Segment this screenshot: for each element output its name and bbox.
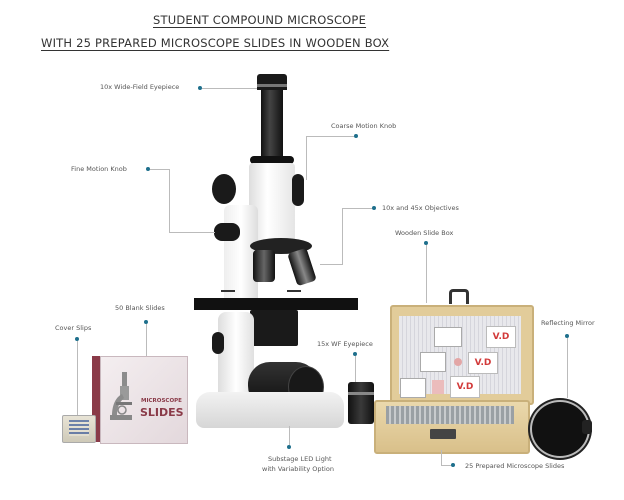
callout-line bbox=[342, 208, 372, 209]
slide-card-3 bbox=[400, 378, 426, 398]
callout-line bbox=[150, 169, 170, 170]
wooden-box-latch bbox=[430, 429, 456, 439]
callout-dot bbox=[146, 167, 150, 171]
objective-10x bbox=[253, 250, 275, 282]
callout-dot bbox=[353, 352, 357, 356]
callout-line bbox=[567, 338, 568, 398]
callout-wooden-box: Wooden Slide Box bbox=[395, 229, 454, 237]
vd-label-1: V.D bbox=[492, 332, 510, 342]
mirror-disc bbox=[530, 400, 590, 458]
mirror-mount bbox=[582, 420, 592, 434]
side-knob bbox=[212, 332, 224, 354]
tube-collar bbox=[250, 156, 294, 164]
callout-dot bbox=[451, 463, 455, 467]
callout-line bbox=[426, 245, 427, 303]
callout-dot bbox=[144, 320, 148, 324]
fine-knob bbox=[214, 223, 240, 241]
slide-card-1 bbox=[434, 327, 462, 347]
callout-fine-knob: Fine Motion Knob bbox=[71, 165, 127, 173]
slide-vd-3: V.D bbox=[450, 376, 480, 398]
slides-rack bbox=[386, 406, 514, 424]
callout-blank-slides: 50 Blank Slides bbox=[115, 304, 165, 312]
callout-objectives: 10x and 45x Objectives bbox=[382, 204, 459, 212]
callout-dot bbox=[287, 445, 291, 449]
slides-box-side bbox=[92, 356, 102, 442]
coarse-knob bbox=[212, 174, 236, 204]
callout-eyepiece-10x: 10x Wide-Field Eyepiece bbox=[100, 83, 180, 91]
wooden-box-handle bbox=[449, 289, 469, 304]
callout-mirror: Reflecting Mirror bbox=[541, 319, 595, 327]
slides-box-label-top: MICROSCOPE bbox=[141, 398, 182, 404]
coarse-knob-right bbox=[292, 174, 304, 206]
slide-sample-pink bbox=[432, 380, 444, 394]
eyepiece-band bbox=[257, 84, 287, 87]
slide-vd-1: V.D bbox=[486, 326, 516, 348]
objective-45x bbox=[287, 247, 317, 287]
callout-dot bbox=[198, 86, 202, 90]
slide-vd-2: V.D bbox=[468, 352, 498, 374]
slides-box-front bbox=[100, 356, 188, 444]
callout-prepared-slides: 25 Prepared Microscope Slides bbox=[465, 462, 565, 470]
callout-coarse-knob: Coarse Motion Knob bbox=[331, 122, 397, 130]
callout-line bbox=[289, 426, 290, 445]
stage bbox=[194, 298, 358, 310]
callout-dot bbox=[565, 334, 569, 338]
vd-label-3: V.D bbox=[456, 382, 474, 392]
title-line-1: STUDENT COMPOUND MICROSCOPE bbox=[153, 13, 367, 27]
callout-line bbox=[77, 341, 78, 415]
callout-eyepiece-15x: 15x WF Eyepiece bbox=[317, 340, 373, 348]
callout-line bbox=[146, 324, 147, 356]
stage-clip-left bbox=[221, 290, 235, 300]
callout-line bbox=[355, 356, 356, 382]
callout-dot bbox=[354, 134, 358, 138]
callout-line bbox=[306, 136, 307, 180]
cover-slips-label bbox=[69, 420, 89, 436]
body-tube bbox=[261, 90, 283, 158]
callout-line bbox=[342, 208, 343, 264]
title-line-2: WITH 25 PREPARED MICROSCOPE SLIDES IN WO… bbox=[41, 36, 390, 50]
slides-box-microscope-icon bbox=[108, 372, 134, 422]
cover-slips-box bbox=[62, 415, 96, 443]
callout-line bbox=[441, 465, 451, 466]
callout-line bbox=[202, 88, 257, 89]
callout-line bbox=[169, 169, 170, 232]
callout-led-line2: with Variability Option bbox=[262, 465, 334, 473]
slide-card-2 bbox=[420, 352, 446, 372]
eyepiece-tube bbox=[257, 74, 287, 90]
eyepiece-15x-band bbox=[348, 392, 374, 395]
callout-led-line1: Substage LED Light bbox=[268, 455, 332, 463]
condenser bbox=[250, 310, 298, 346]
vd-label-2: V.D bbox=[474, 358, 492, 368]
callout-line bbox=[169, 232, 215, 233]
slides-box-label-main: SLIDES bbox=[140, 406, 184, 419]
callout-line bbox=[441, 450, 442, 465]
microscope-base bbox=[196, 392, 344, 428]
slide-sample-dot bbox=[454, 358, 462, 366]
eyepiece-15x-body bbox=[348, 382, 374, 424]
callout-cover-slips: Cover Slips bbox=[55, 324, 92, 332]
callout-dot bbox=[75, 337, 79, 341]
callout-dot bbox=[424, 241, 428, 245]
stage-clip-right bbox=[287, 290, 301, 300]
microscope-arm bbox=[224, 205, 258, 305]
callout-line bbox=[306, 136, 354, 137]
callout-line bbox=[320, 264, 343, 265]
callout-dot bbox=[372, 206, 376, 210]
